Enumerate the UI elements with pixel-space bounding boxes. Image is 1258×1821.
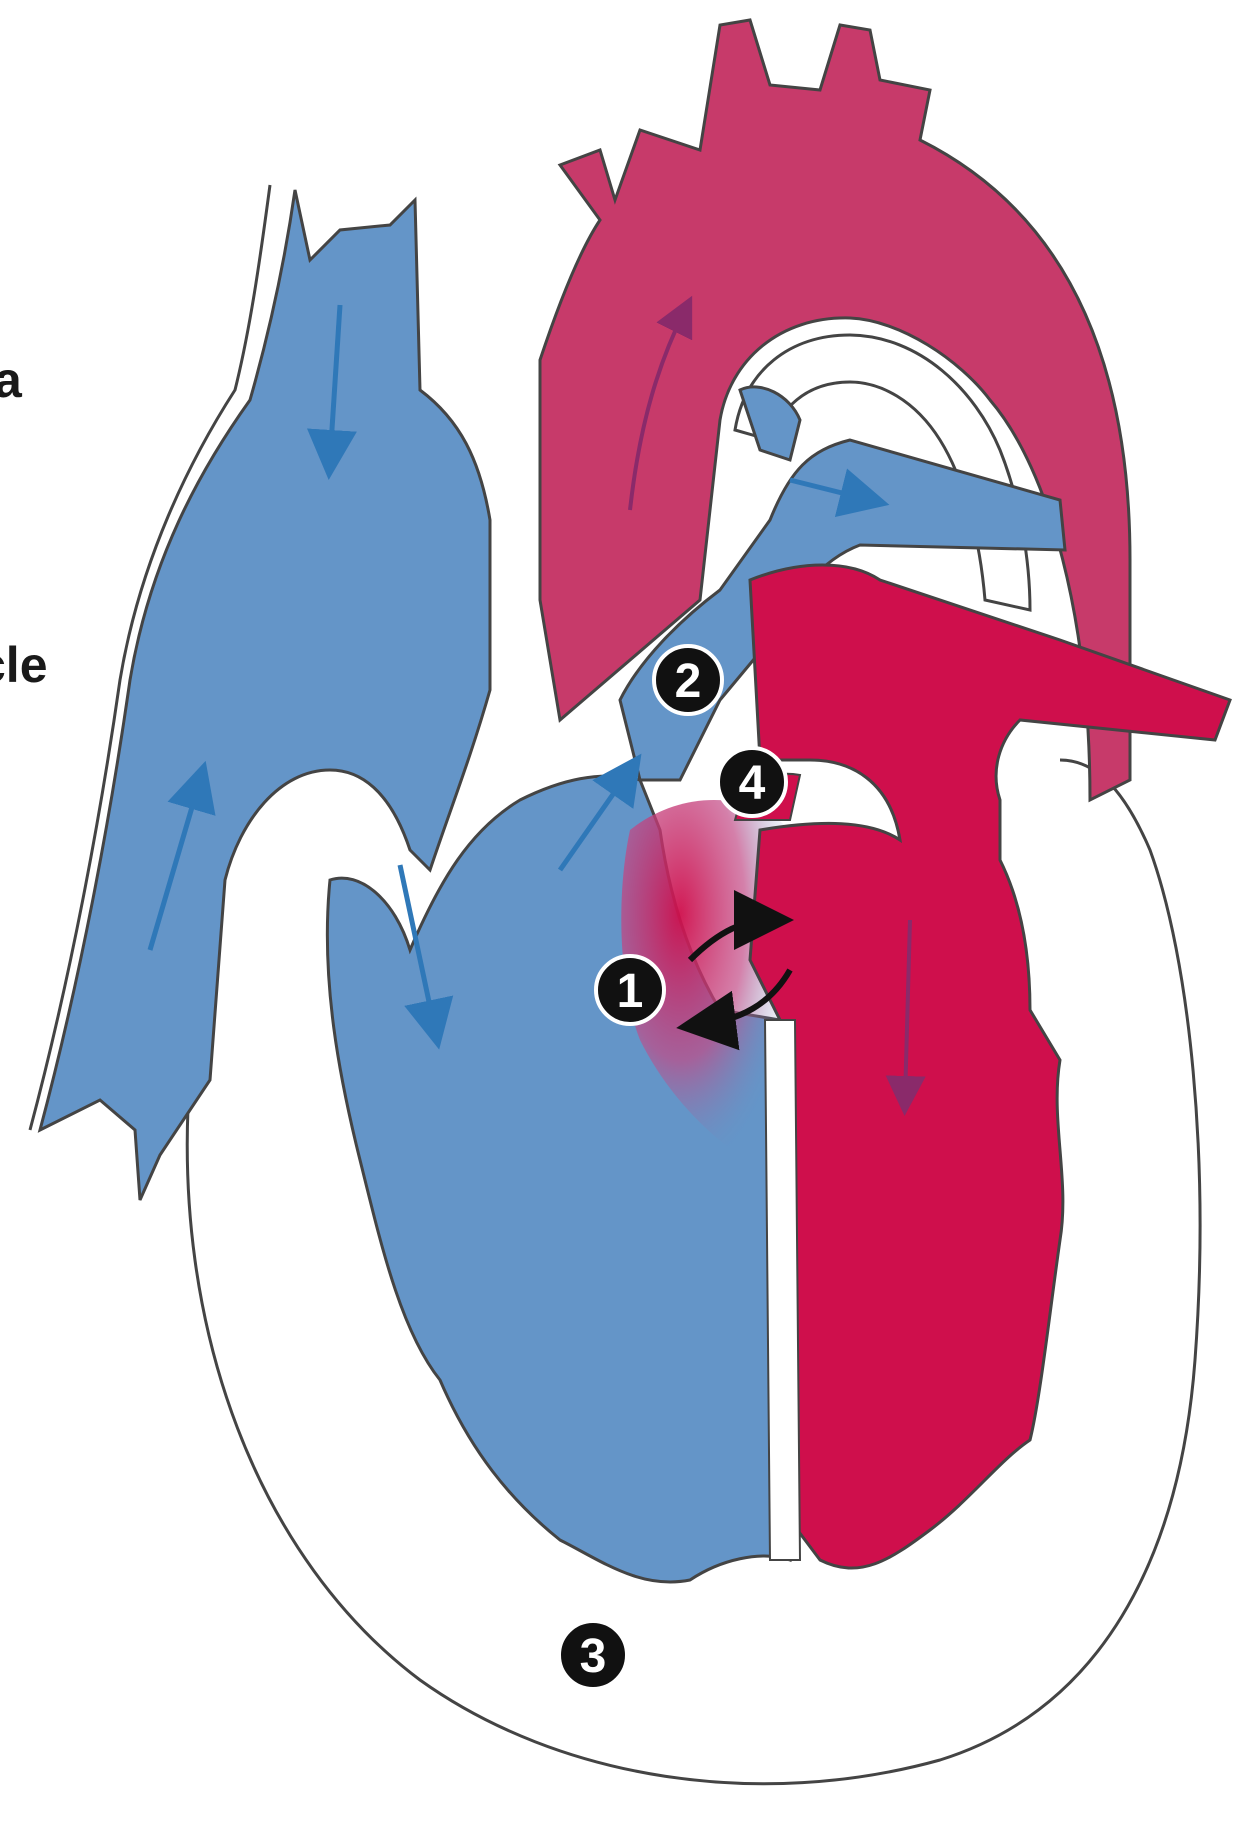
pulmonary-branch bbox=[738, 385, 802, 462]
flow-arrow bbox=[789, 468, 890, 517]
aortic-arch bbox=[538, 18, 1132, 803]
flow-arrow bbox=[147, 760, 216, 951]
arch-inner bbox=[733, 333, 1032, 612]
septum bbox=[763, 1019, 802, 1561]
cutoff-label-ventricle: cle bbox=[0, 637, 48, 693]
marker-4-label: 4 bbox=[739, 757, 766, 810]
flow-arrow bbox=[628, 295, 693, 511]
marker-2-label: 2 bbox=[675, 655, 702, 708]
flow-arrow bbox=[397, 864, 454, 1050]
marker-2: 2 bbox=[652, 644, 724, 716]
cutoff-label-top: a bbox=[0, 352, 22, 408]
left-ventricle bbox=[748, 563, 1232, 1570]
marker-3: 3 bbox=[557, 1619, 629, 1691]
heart-outline bbox=[185, 758, 1202, 1786]
shunt-arrow bbox=[687, 890, 794, 963]
flow-arrow bbox=[557, 753, 642, 872]
marker-1: 1 bbox=[594, 954, 666, 1026]
flow-arrow bbox=[306, 304, 357, 480]
marker-3-label: 3 bbox=[580, 1630, 607, 1683]
marker-4: 4 bbox=[716, 746, 788, 818]
flow-arrow bbox=[885, 919, 926, 1116]
marker-1-label: 1 bbox=[617, 965, 644, 1018]
shunt-arrow bbox=[676, 968, 793, 1051]
vena-cava-outline bbox=[28, 184, 272, 1131]
